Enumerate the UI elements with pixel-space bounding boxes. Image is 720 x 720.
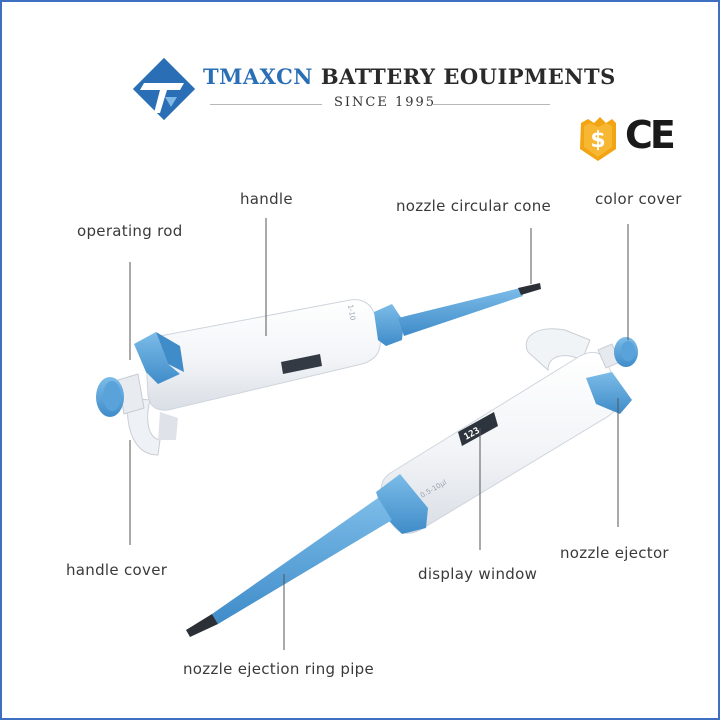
label-nozzle-ejection-ring-pipe: nozzle ejection ring pipe (183, 660, 375, 678)
label-handle-cover: handle cover (66, 561, 168, 579)
dollar-shield-badge-icon: $ (580, 117, 616, 161)
brand-suffix: BATTERY EOUIPMENTS (320, 64, 616, 89)
label-display-window: display window (418, 565, 538, 583)
svg-text:$: $ (590, 128, 605, 153)
tagline: SINCE 1995 (334, 95, 437, 110)
label-handle: handle (240, 190, 293, 208)
callout-leaders (129, 218, 629, 650)
label-color-cover: color cover (595, 190, 682, 208)
brand-prefix: TMAXCN (203, 64, 313, 89)
label-operating-rod: operating rod (77, 222, 183, 240)
brand-name: TMAXCN BATTERY EOUIPMENTS (203, 64, 616, 89)
label-nozzle-circular-cone: nozzle circular cone (396, 197, 552, 215)
tagline-rule-right (432, 104, 550, 105)
left-volume-label: 1-10 (346, 304, 357, 321)
tmaxcn-logo-icon (132, 57, 196, 121)
ce-mark-icon: CE (625, 113, 676, 157)
pipette-right: 123 0.5-10μl (186, 328, 638, 637)
pipette-left: 1-10 (96, 283, 541, 456)
tagline-rule-left (210, 104, 322, 105)
label-nozzle-ejector: nozzle ejector (560, 544, 669, 562)
